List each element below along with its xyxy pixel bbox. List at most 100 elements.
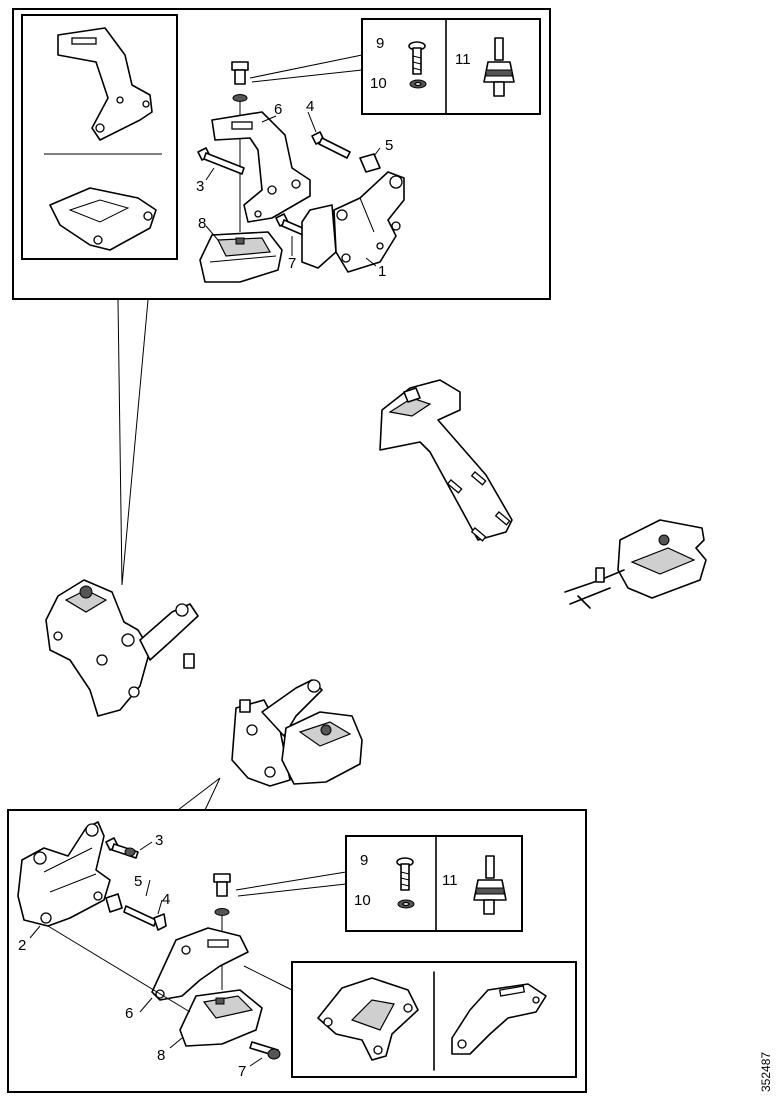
mid-center-mount-assembly (231, 679, 363, 787)
bottom-support-eye (85, 823, 99, 837)
top-callout-4: 4 (306, 98, 314, 115)
bottom-detail-panel: 3 5 4 9 10 11 2 6 8 7 (7, 777, 587, 1093)
far-right-arm-bolt (595, 567, 605, 583)
top-mount-pad-edge (209, 255, 277, 263)
top-main-bracket (211, 111, 311, 223)
bottom-main-assembly (17, 821, 281, 1060)
top-support-hole (391, 221, 401, 231)
top-callout-8: 8 (198, 215, 206, 232)
bottom-leader-lines (29, 841, 263, 1067)
top-callout-3: 3 (196, 178, 204, 195)
top-alt-flat-recess (68, 199, 130, 223)
top-alt-flat-bracket (49, 187, 157, 251)
top-alt-hole (95, 123, 105, 133)
mid-left-bolt (183, 653, 195, 669)
top-support-eye (389, 175, 403, 189)
bottom-alt-recess (350, 999, 395, 1031)
mid-left-link-arm (139, 603, 199, 661)
mid-left-hole (121, 633, 135, 647)
top-washer-hole (414, 81, 422, 87)
bottom-main-bracket-hole (181, 945, 191, 955)
top-hardware-leader (249, 54, 363, 83)
top-mount-stud-lower (493, 81, 505, 97)
top-main-assembly (197, 61, 405, 283)
mid-center-hole (246, 724, 258, 736)
bottom-support-hole (33, 851, 47, 865)
top-bolt3-shank (203, 152, 245, 175)
bottom-bolt-thread (400, 871, 410, 887)
bottom-bolt3-nut (124, 847, 136, 857)
bottom-alt-hole (532, 996, 540, 1004)
bottom-bolt4-head (153, 913, 167, 931)
top-alt-hole (142, 100, 150, 108)
top-hardware-inset (361, 18, 541, 115)
top-alt-hole (143, 211, 153, 221)
mid-left-bracket (45, 579, 151, 717)
mid-center-bolt (239, 699, 251, 713)
mid-left-hole (96, 654, 108, 666)
top-alt-slot (71, 37, 97, 45)
bottom-alt-hole (457, 1039, 467, 1049)
mid-center-stud (320, 724, 332, 736)
bottom-bolt4-shank (123, 905, 157, 927)
top-callout-7: 7 (288, 255, 296, 272)
bottom-callout-5: 5 (134, 873, 142, 890)
bottom-callout-4: 4 (162, 891, 170, 908)
bottom-alt-hole (403, 1003, 413, 1013)
top-alt-hole (116, 96, 124, 104)
top-callout-5: 5 (385, 137, 393, 154)
bottom-alt-slot (498, 985, 526, 997)
bottom-hardware-leader (235, 871, 347, 897)
top-main-bolt-head (231, 61, 249, 71)
bottom-washer-hole (402, 901, 410, 907)
mid-left-stud (79, 585, 93, 599)
bottom-main-bracket-slot (207, 939, 229, 948)
top-alt-tall-bracket (57, 27, 153, 141)
bottom-callout-9: 9 (360, 852, 368, 869)
mid-left-eye (175, 603, 189, 617)
mid-center-hole (264, 766, 276, 778)
top-alt-bracket-inset (21, 14, 178, 260)
bottom-support-hole (40, 912, 52, 924)
top-main-bracket-hole (254, 210, 262, 218)
bottom-bolt-shank (400, 863, 410, 891)
bottom-main-washer (214, 908, 230, 916)
top-main-washer (232, 94, 248, 102)
mid-right-slot (446, 479, 463, 494)
top-main-bracket-hole (267, 185, 277, 195)
top-callout-1: 1 (378, 263, 386, 280)
top-support-block (333, 171, 405, 273)
top-bolt-thread (412, 55, 422, 71)
top-mount-pad-nut (235, 237, 245, 245)
figure-id: 352487 (759, 1052, 773, 1092)
top-support-hole (376, 242, 384, 250)
top-hardware-frame (361, 18, 541, 115)
mid-right-tall-mount (379, 379, 513, 542)
bottom-alt-bracket-inset (291, 961, 577, 1078)
top-bolt4-shank (318, 137, 351, 159)
far-right-stud (658, 534, 670, 546)
mid-left-hole (128, 686, 140, 698)
top-alt-hole (93, 235, 103, 245)
top-mount-stud (494, 37, 504, 61)
bottom-main-bolt-head (213, 873, 231, 883)
bottom-panel-pointer (177, 777, 221, 811)
bottom-callout-6: 6 (125, 1005, 133, 1022)
mid-right-stud (403, 387, 421, 403)
bottom-callout-3: 3 (155, 832, 163, 849)
bottom-callout-10: 10 (354, 892, 371, 909)
mid-right-tall-bracket (379, 379, 513, 541)
mid-right-slot (470, 527, 487, 542)
bottom-alt-hole (373, 1045, 383, 1055)
mid-left-pad-top (64, 589, 108, 613)
far-right-flat-mount (564, 519, 707, 609)
bottom-mount-pad-nut (215, 997, 225, 1005)
mid-center-block (231, 699, 291, 787)
bottom-alt-hole (323, 1017, 333, 1027)
mid-left-mount-assembly (45, 579, 199, 717)
top-support-rib (359, 197, 375, 233)
bottom-assembly-axis (47, 925, 191, 1013)
bottom-support-block (17, 821, 111, 927)
bottom-support-hole (93, 891, 103, 901)
